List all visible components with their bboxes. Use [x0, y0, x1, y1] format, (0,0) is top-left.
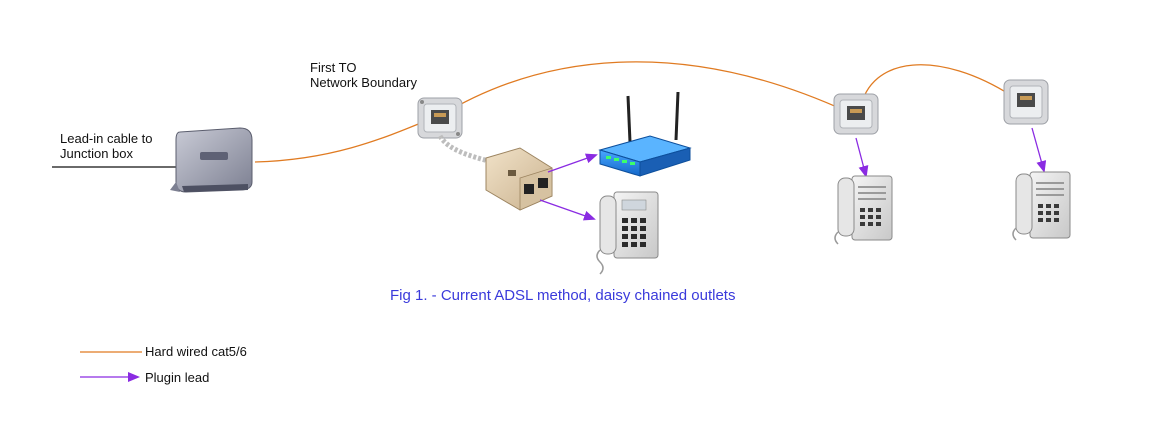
figure-caption: Fig 1. - Current ADSL method, daisy chai… — [390, 287, 736, 304]
splitter-lead — [437, 134, 493, 165]
legend-plugin-label: Plugin lead — [145, 370, 210, 385]
telecom-outlet-3-icon — [1003, 79, 1049, 125]
plugin-lead-to-phone-1 — [539, 199, 596, 221]
wireless-router-icon — [598, 91, 692, 177]
junction-box-icon — [170, 127, 253, 193]
leadin-label: Lead-in cable to Junction box — [60, 131, 153, 161]
telephone-2-icon — [834, 175, 893, 245]
hardwired-cable-to-first-to — [254, 119, 429, 163]
leadin-label-line2: Junction box — [60, 146, 133, 161]
first-telecom-outlet-icon — [417, 97, 463, 139]
leadin-label-line1: Lead-in cable to — [60, 131, 153, 146]
first-to-label-line1: First TO — [310, 60, 357, 75]
hardwired-cable-to-outlet-2 — [439, 61, 849, 117]
telecom-outlet-2-icon — [833, 93, 879, 135]
plugin-lead-to-phone-3 — [1031, 127, 1047, 173]
first-to-label: First TO Network Boundary — [310, 60, 417, 90]
telephone-1-icon — [596, 191, 659, 275]
plugin-lead-to-phone-2 — [855, 137, 869, 178]
plugin-lead-to-router — [547, 153, 598, 173]
hardwired-cable-to-outlet-3 — [859, 64, 1013, 111]
first-to-label-line2: Network Boundary — [310, 75, 417, 90]
adsl-splitter-icon — [485, 147, 553, 211]
legend-hardwired-label: Hard wired cat5/6 — [145, 344, 247, 359]
telephone-3-icon — [1012, 171, 1071, 241]
